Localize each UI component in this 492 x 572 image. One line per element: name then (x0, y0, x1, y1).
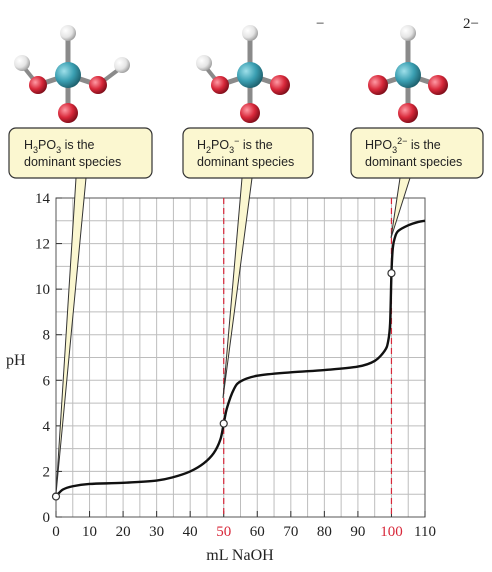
x-tick-label: 0 (52, 524, 60, 540)
callout-h3po3: H3PO3 is the dominant species (8, 127, 153, 179)
x-tick-label: 30 (149, 524, 164, 540)
y-axis-label: pH (6, 352, 26, 369)
callout-pointer-1 (55, 177, 87, 495)
svg-text:dominant species: dominant species (197, 155, 294, 169)
x-axis-label: mL NaOH (206, 547, 274, 564)
svg-text:dominant species: dominant species (24, 155, 121, 169)
svg-text:H3PO3 is the: H3PO3 is the (24, 138, 95, 155)
plot-area: 0 10 20 30 40 50 60 70 80 90 100 110 0 2 4 6 8 10 12 14 (35, 191, 436, 540)
curve-marker-point (219, 419, 228, 428)
callout-h2po3: H2PO3− is the dominant species (182, 127, 314, 179)
y-tick-label: 12 (35, 237, 50, 253)
x-tick-label: 10 (82, 524, 97, 540)
y-tick-label: 14 (35, 191, 51, 207)
y-tick-label: 2 (43, 464, 51, 480)
molecule-h2po3-ion (196, 25, 290, 123)
x-tick-label: 110 (414, 524, 436, 540)
titration-curve (55, 219, 426, 498)
charge-label-hpo3: 2− (463, 16, 479, 32)
x-tick-label: 40 (183, 524, 198, 540)
svg-text:HPO32− is the: HPO32− is the (365, 136, 441, 155)
callout-hpo3: HPO32− is the dominant species (350, 127, 484, 179)
x-tick-label: 20 (116, 524, 131, 540)
curve-marker-point (51, 492, 61, 501)
callout-pointer-2 (222, 177, 253, 399)
x-tick-label: 90 (350, 524, 365, 540)
svg-text:dominant species: dominant species (365, 155, 462, 169)
x-tick-label: 100 (380, 524, 403, 540)
molecule-h3po3 (14, 25, 130, 123)
y-tick-label: 4 (43, 419, 51, 435)
y-tick-label: 10 (35, 282, 50, 298)
x-tick-label: 80 (317, 524, 332, 540)
curve-marker-point (387, 269, 396, 278)
svg-text:H2PO3− is the: H2PO3− is the (197, 136, 273, 155)
x-tick-label: 70 (283, 524, 298, 540)
y-tick-label: 8 (43, 328, 51, 344)
x-tick-label: 50 (216, 524, 231, 540)
callout-pointers (55, 177, 411, 495)
x-tick-label: 60 (250, 524, 265, 540)
molecule-hpo3-ion (368, 25, 448, 123)
charge-label-h2po3: − (316, 16, 324, 32)
y-tick-label: 0 (43, 510, 51, 526)
y-tick-label: 6 (43, 373, 51, 389)
